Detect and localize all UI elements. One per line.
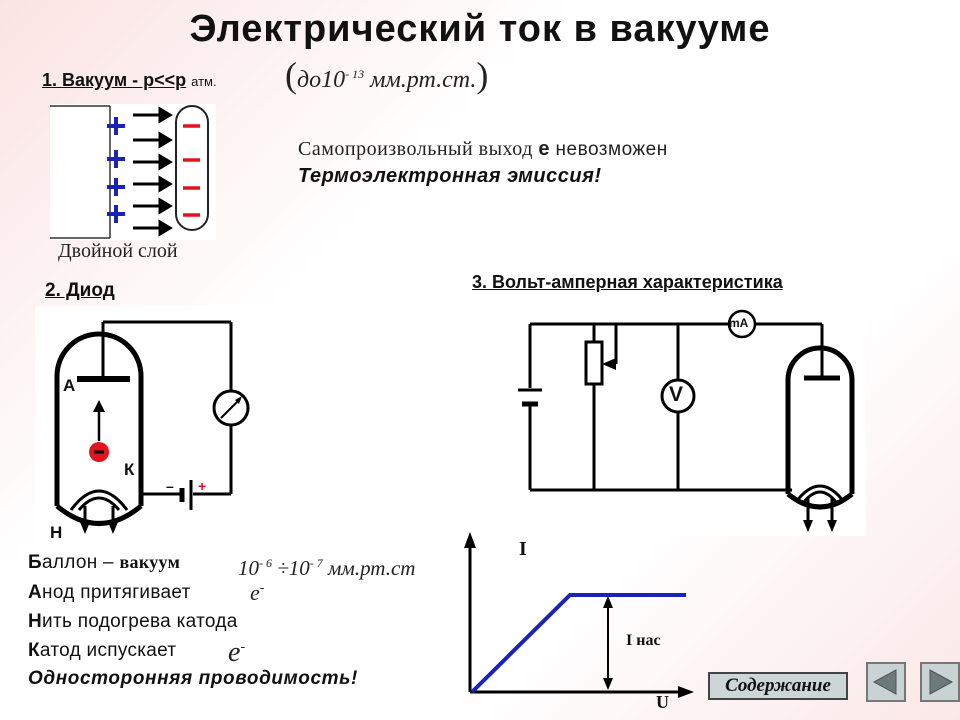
section2-heading: 2. Диод [45, 280, 115, 301]
back-button[interactable] [866, 662, 906, 702]
spontaneous-e: е [538, 138, 551, 160]
diode-label-filament: Н [50, 523, 63, 542]
iv-circuit-diagram [502, 308, 866, 536]
list-item: Баллон – вакуум [28, 552, 181, 573]
plus-signs [107, 117, 125, 223]
minus-signs [183, 124, 200, 217]
iv-curve [470, 593, 686, 694]
pressure-formula: (до10- 13 мм.рт.ст.) [285, 55, 489, 95]
rheostat-icon [584, 340, 604, 386]
section1-heading: 1. Вакуум - p<<p атм. [42, 70, 217, 91]
list-item: Нить подогрева катода [28, 611, 238, 632]
iv-graph [464, 532, 694, 698]
double-layer-caption: Двойной слой [58, 240, 178, 262]
one-way-conductivity: Односторонняя проводимость! [28, 668, 358, 689]
graph-x-label: U [656, 692, 669, 712]
electron-symbol: е- [250, 580, 265, 605]
spontaneous-rest: невозможен [555, 139, 668, 160]
diode-diagram [35, 306, 257, 546]
section1-sub: атм. [191, 74, 217, 89]
forward-button[interactable] [920, 662, 960, 702]
pressure-units: мм.рт.ст. [370, 67, 477, 93]
diode-label-anode: А [63, 376, 76, 395]
voltmeter-label: V [669, 383, 684, 406]
ammeter-label: mA [729, 316, 749, 330]
vacuum-pressure-formula: 10- 6 ÷10- 7 мм.рт.ст [238, 556, 416, 580]
battery-plus: + [198, 478, 207, 494]
electron-cloud [175, 105, 209, 231]
ammeter-icon [727, 309, 757, 339]
arrows [133, 106, 173, 237]
graph-y-label: I [519, 538, 527, 560]
diode-label-cathode: К [124, 460, 135, 479]
thermo-emission: Термоэлектронная эмиссия! [298, 165, 602, 187]
electron-symbol: е- [228, 637, 246, 668]
list-item: Анод притягивает [28, 582, 191, 603]
battery-minus: – [166, 478, 174, 494]
list-item: Катод испускает [28, 640, 177, 661]
arrow-left-icon [872, 669, 897, 695]
pressure-exp: - 13 [345, 67, 365, 81]
graph-saturation-label: I нас [626, 632, 661, 649]
section3-heading: 3. Вольт-амперная характеристика [472, 272, 783, 292]
double-layer-diagram [50, 104, 216, 240]
pressure-prefix: до10 [297, 67, 346, 93]
arrow-right-icon [929, 669, 954, 695]
spontaneous-prefix: Самопроизвольный выход [298, 138, 533, 160]
section1-label: 1. Вакуум - p<<p [42, 70, 187, 90]
contents-button[interactable]: Содержание [708, 672, 848, 700]
page-title: Электрический ток в вакууме [189, 8, 771, 50]
spontaneous-text: Самопроизвольный выход е невозможен [298, 138, 668, 161]
